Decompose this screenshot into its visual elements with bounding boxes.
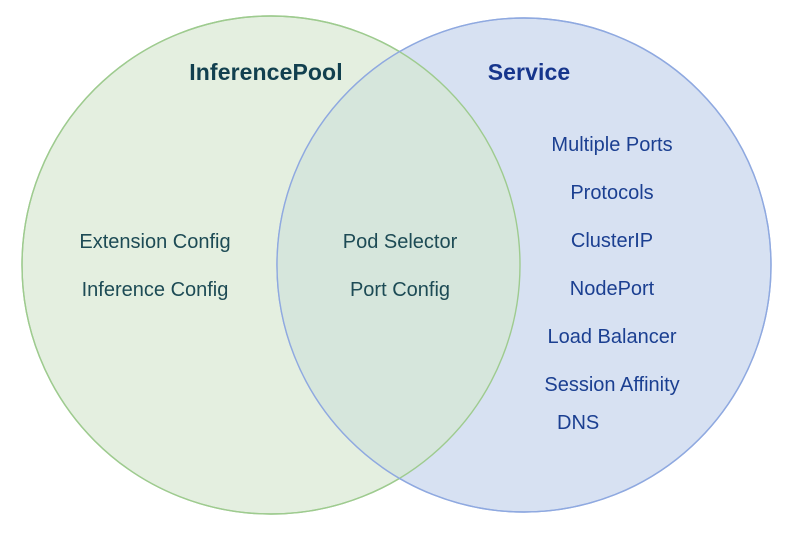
- service-item-session-affinity: Session Affinity: [544, 374, 680, 396]
- inferencepool-circle-outline: [21, 15, 521, 515]
- service-item-dns: DNS: [557, 412, 600, 434]
- inferencepool-item-inference-config: Inference Config: [81, 279, 229, 301]
- shared-item-pod-selector: Pod Selector: [342, 231, 458, 253]
- service-item-protocols: Protocols: [570, 182, 654, 204]
- service-item-multiple-ports: Multiple Ports: [551, 134, 673, 156]
- service-item-nodeport: NodePort: [569, 278, 655, 300]
- service-title: Service: [487, 59, 571, 85]
- shared-item-port-config: Port Config: [349, 279, 451, 301]
- inferencepool-item-extension-config: Extension Config: [79, 231, 231, 253]
- inferencepool-title: InferencePool: [189, 59, 343, 85]
- service-item-load-balancer: Load Balancer: [547, 326, 677, 348]
- service-item-clusterip: ClusterIP: [570, 230, 654, 252]
- service-circle-outline: [276, 17, 772, 513]
- intersection-region[interactable]: [277, 18, 771, 512]
